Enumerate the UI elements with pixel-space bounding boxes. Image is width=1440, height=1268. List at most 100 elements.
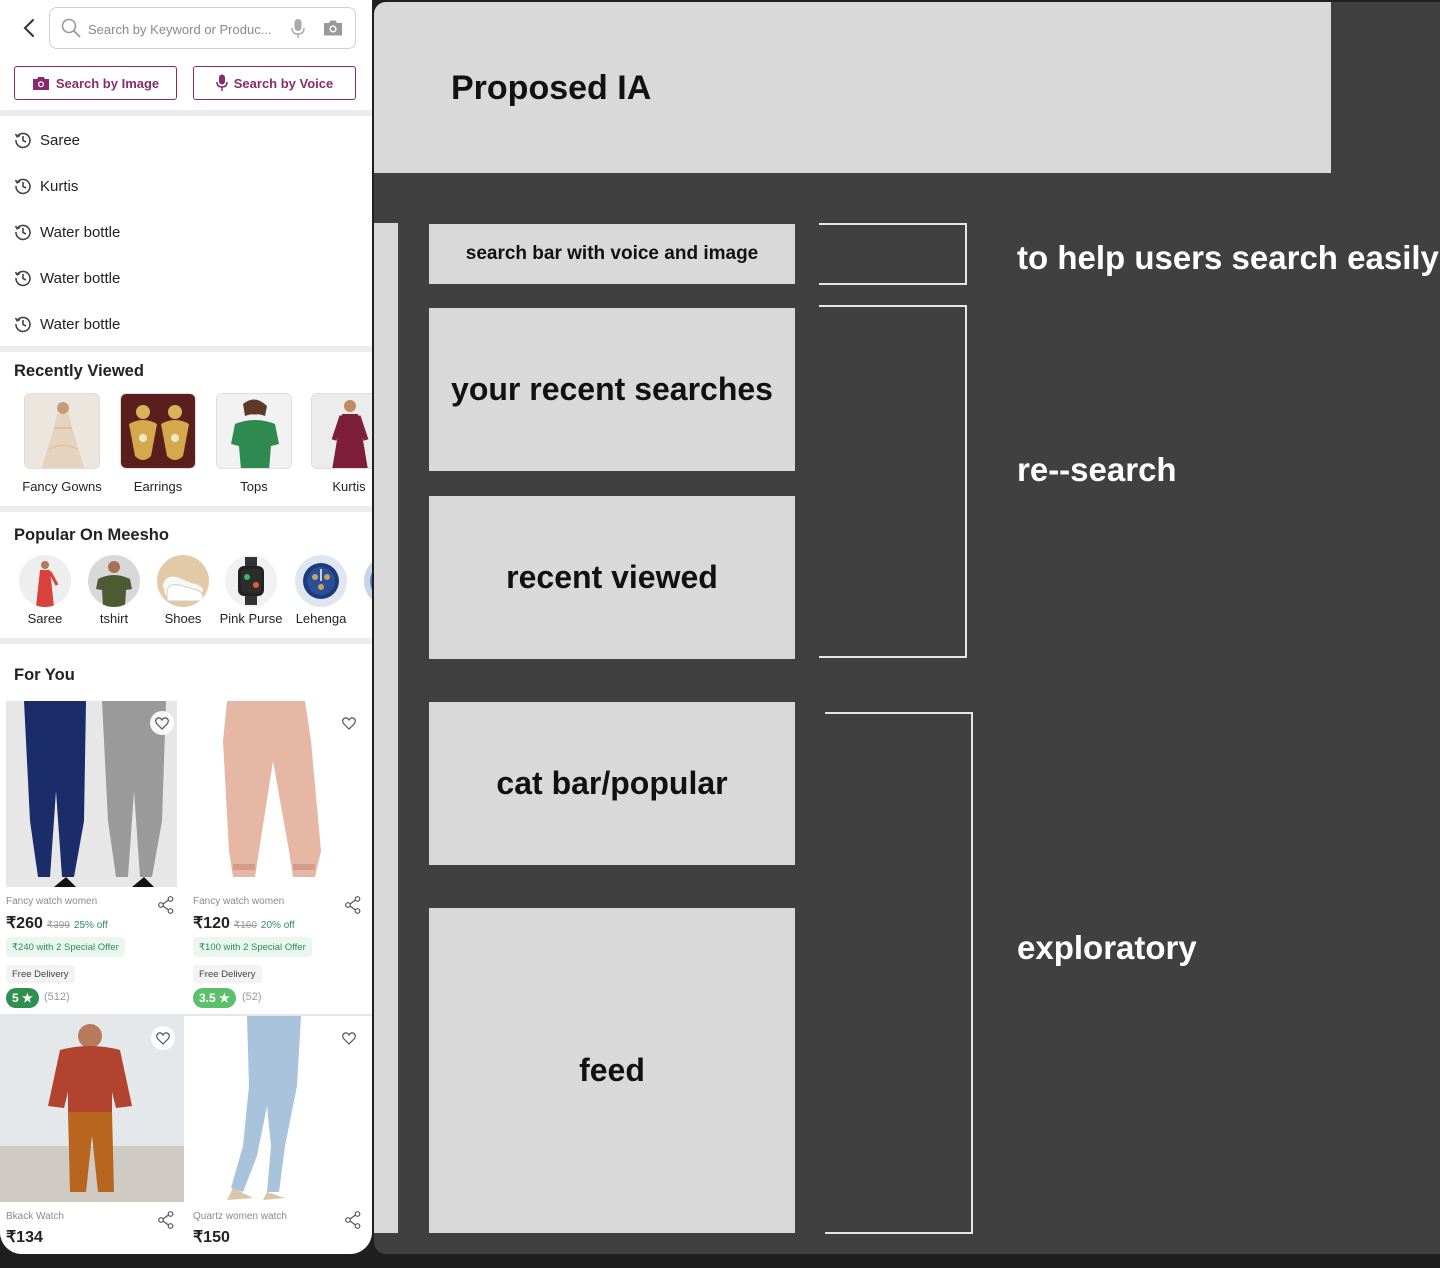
popular-item[interactable]: Saree xyxy=(19,555,71,626)
share-icon[interactable] xyxy=(345,896,361,914)
recently-viewed-label: Tops xyxy=(240,479,268,494)
heart-icon[interactable] xyxy=(337,1026,361,1050)
popular-item[interactable]: Pink Purse xyxy=(220,555,282,626)
product-price: ₹134 xyxy=(6,1229,43,1246)
share-icon[interactable] xyxy=(158,1211,174,1229)
popular-item-label: tshirt xyxy=(99,611,129,626)
product-image xyxy=(193,701,364,887)
discount-value: 20% off xyxy=(260,920,295,931)
history-item-label: Kurtis xyxy=(40,177,79,195)
slide-title-bar: Proposed IA xyxy=(374,2,1331,173)
note-research: re--search xyxy=(1017,451,1177,488)
heart-icon[interactable] xyxy=(150,711,174,735)
ia-box-recent-viewed: recent viewed xyxy=(429,496,795,659)
popular-item-label: Shoes xyxy=(164,611,202,626)
mic-icon xyxy=(216,74,228,91)
discount-value: 25% off xyxy=(73,920,108,931)
category-avatar xyxy=(19,555,71,607)
recently-viewed-label: Earrings xyxy=(133,479,183,494)
product-thumbnail xyxy=(120,393,196,469)
ia-box-cat-bar: cat bar/popular xyxy=(429,702,795,865)
recently-viewed-item[interactable]: Tops xyxy=(216,393,292,494)
search-input[interactable] xyxy=(88,18,288,40)
history-icon xyxy=(14,224,31,241)
history-item-label: Water bottle xyxy=(40,223,121,241)
search-icon xyxy=(61,18,81,38)
popular-item[interactable]: Lehenga xyxy=(295,555,347,626)
popular-item[interactable]: Shoes xyxy=(157,555,209,626)
product-image xyxy=(193,1016,364,1202)
search-by-image-button[interactable]: Search by Image xyxy=(14,66,177,100)
history-item[interactable]: Water bottle xyxy=(0,301,372,347)
section-divider xyxy=(0,346,372,352)
history-icon xyxy=(14,316,31,333)
heart-icon[interactable] xyxy=(337,711,361,735)
product-name: Fancy watch women xyxy=(6,896,98,907)
category-avatar xyxy=(364,555,372,607)
product-image xyxy=(0,1016,184,1202)
search-header xyxy=(0,0,372,58)
back-arrow-icon[interactable] xyxy=(18,14,40,42)
recently-viewed-item[interactable]: Kurtis xyxy=(311,393,372,494)
product-card[interactable]: Quartz women watch ₹150 xyxy=(187,1016,372,1254)
product-thumbnail xyxy=(311,393,372,469)
heart-icon[interactable] xyxy=(151,1026,175,1050)
section-divider xyxy=(0,110,372,116)
product-name: Quartz women watch xyxy=(193,1211,287,1222)
ia-box-search-bar: search bar with voice and image xyxy=(429,224,795,284)
rating-count: (52) xyxy=(242,991,262,1003)
mrp-value: ₹399 xyxy=(46,920,70,931)
history-item[interactable]: Water bottle xyxy=(0,209,372,255)
recently-viewed-label: Fancy Gowns xyxy=(22,479,102,494)
recently-viewed-label: Kurtis xyxy=(332,479,366,494)
popular-title: Popular On Meesho xyxy=(14,526,169,544)
price-value: ₹260 xyxy=(6,915,43,932)
recently-viewed-title: Recently Viewed xyxy=(14,362,144,380)
camera-icon[interactable] xyxy=(322,19,344,37)
note-exploratory: exploratory xyxy=(1017,929,1197,966)
search-by-image-label: Search by Image xyxy=(55,75,160,91)
history-item-label: Water bottle xyxy=(40,315,121,333)
share-icon[interactable] xyxy=(158,896,174,914)
share-icon[interactable] xyxy=(345,1211,361,1229)
mrp-value: ₹160 xyxy=(233,920,257,931)
search-mode-buttons: Search by Image Search by Voice xyxy=(0,58,372,108)
history-item-label: Saree xyxy=(40,131,81,149)
search-bar[interactable] xyxy=(49,7,356,49)
special-offer-badge: ₹240 with 2 Special Offer xyxy=(6,937,125,957)
recently-viewed-item[interactable]: Fancy Gowns xyxy=(22,393,102,494)
popular-item[interactable]: tshirt xyxy=(88,555,140,626)
ia-box-recent-searches: your recent searches xyxy=(429,308,795,471)
bracket-exploratory xyxy=(825,712,973,1234)
ia-slide: Proposed IA search bar with voice and im… xyxy=(374,2,1440,1254)
product-name: Bkack Watch xyxy=(6,1211,64,1222)
popular-item[interactable]: Le xyxy=(364,555,372,607)
history-icon xyxy=(14,132,31,149)
popular-item-label: Le xyxy=(348,611,372,626)
slide-title: Proposed IA xyxy=(451,69,652,107)
recently-viewed-item[interactable]: Earrings xyxy=(120,393,196,494)
delivery-badge: Free Delivery xyxy=(193,965,262,983)
rating-badge: 3.5 ★ xyxy=(193,988,236,1008)
history-item[interactable]: Water bottle xyxy=(0,255,372,301)
camera-icon xyxy=(32,76,49,90)
history-item-label: Water bottle xyxy=(40,269,121,287)
search-by-voice-button[interactable]: Search by Voice xyxy=(193,66,356,100)
for-you-title: For You xyxy=(14,666,75,684)
product-thumbnail xyxy=(24,393,100,469)
category-avatar xyxy=(295,555,347,607)
price-value: ₹120 xyxy=(193,915,230,932)
bracket-research xyxy=(819,305,967,658)
history-item[interactable]: Saree xyxy=(0,117,372,163)
product-price: ₹150 xyxy=(193,1229,230,1246)
product-card[interactable]: Bkack Watch ₹134 xyxy=(0,1016,186,1254)
mobile-search-screen: Search by Image Search by Voice Saree Ku… xyxy=(0,0,372,1254)
section-divider xyxy=(0,506,372,512)
history-icon xyxy=(14,270,31,287)
history-item[interactable]: Kurtis xyxy=(0,163,372,209)
mic-icon[interactable] xyxy=(291,18,305,40)
